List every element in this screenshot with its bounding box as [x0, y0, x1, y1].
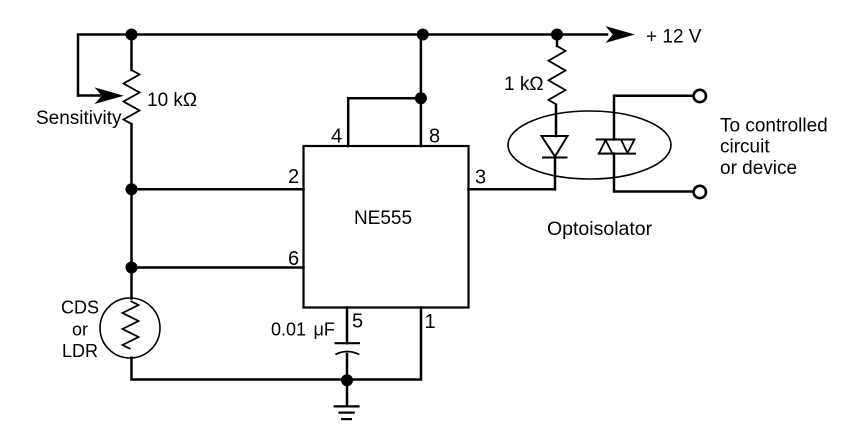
svg-text:3: 3: [475, 167, 486, 189]
svg-text:2: 2: [288, 166, 299, 188]
svg-text:or device: or device: [720, 158, 797, 179]
svg-text:or: or: [72, 320, 88, 340]
svg-text:1 kΩ: 1 kΩ: [504, 74, 544, 95]
svg-text:μF: μF: [314, 320, 335, 340]
svg-text:10 kΩ: 10 kΩ: [147, 90, 197, 111]
svg-text:CDS: CDS: [61, 298, 99, 318]
svg-text:6: 6: [288, 248, 299, 270]
svg-text:4: 4: [331, 126, 342, 148]
svg-text:1: 1: [425, 311, 436, 333]
svg-text:Optoisolator: Optoisolator: [547, 218, 653, 240]
svg-text:To controlled: To controlled: [720, 116, 828, 137]
svg-text:LDR: LDR: [62, 341, 98, 361]
svg-text:5: 5: [352, 311, 363, 333]
svg-text:NE555: NE555: [354, 208, 412, 229]
svg-text:8: 8: [429, 126, 440, 148]
svg-text:circuit: circuit: [720, 137, 770, 158]
svg-text:+ 12 V: + 12 V: [646, 27, 702, 48]
svg-text:Sensitivity: Sensitivity: [36, 108, 122, 129]
svg-text:0.01: 0.01: [271, 320, 306, 340]
